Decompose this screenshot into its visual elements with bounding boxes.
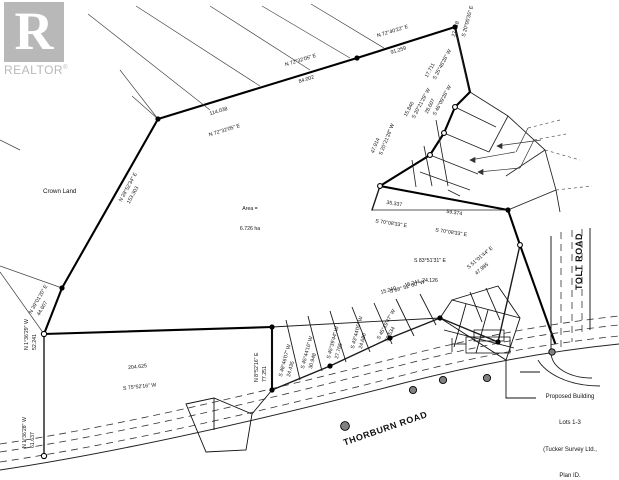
survey-points-open xyxy=(40,104,523,460)
bearing-label-b16-bearing: N 8°52'16" E xyxy=(254,352,260,382)
bearing-b02-distance: 84.002 xyxy=(297,74,315,85)
bearing-b03-bearing: N 72°40'22" E xyxy=(376,23,410,40)
realtor-wordmark-text: REALTOR xyxy=(4,63,64,77)
note-line-1: Proposed Building xyxy=(545,394,595,401)
bearing-b15-bearing: S 75°52'16" W xyxy=(122,381,157,392)
proposed-lot-rects xyxy=(451,329,511,354)
bearing-b24-bearing: S 83°51'31" E xyxy=(413,258,447,264)
area-label-line1: Area = xyxy=(242,206,258,212)
thorburn-road-casing xyxy=(0,343,619,471)
bearing-b09-bearing: S 70°08'33" E xyxy=(374,217,408,229)
bearing-label-b15: 204.625 S 75°52'16" W xyxy=(110,349,167,406)
tolt-road-dashed xyxy=(560,229,583,348)
bearing-b01-distance: 114.038 xyxy=(209,106,229,118)
note-line-2: Lots 1-3 xyxy=(559,420,581,427)
bottom-left-parcel xyxy=(185,389,273,453)
parcel-label-crown-land: Crown Land xyxy=(43,188,77,195)
road-monuments xyxy=(340,348,556,431)
thorburn-road-dashed xyxy=(0,315,619,463)
bearing-label-b14-bearing: N 1°36'28" W xyxy=(22,417,28,448)
bearing-label-b09: 35.337 S 70°08'33" E xyxy=(368,185,418,243)
bearing-b15-distance: 204.625 xyxy=(127,363,148,372)
bearing-b10-bearing: S 70°08'33" E xyxy=(434,226,468,238)
registered-mark-icon: ® xyxy=(63,65,68,71)
bearing-label-b24: S 83°51'31" E 24.126 xyxy=(404,245,456,297)
proposed-lot-block xyxy=(439,285,521,361)
note-line-4: Plan ID. xyxy=(559,472,581,479)
upper-right-arrows xyxy=(469,127,542,176)
realtor-logo: R REALTOR® xyxy=(4,2,72,80)
note-leader xyxy=(505,360,540,399)
bearing-label-b16-distance: 77.251 xyxy=(262,366,268,382)
construction-lines xyxy=(0,3,385,335)
realtor-logo-box: R xyxy=(4,2,64,62)
area-label-line2: 6.726 ha xyxy=(239,225,261,232)
note-line-3: (Tucker Survey Ltd., xyxy=(543,446,597,453)
bearing-b10-distance: 59.374 xyxy=(445,208,463,218)
bearing-b03-distance: 91.259 xyxy=(389,45,407,56)
lot-division-lines xyxy=(271,293,441,390)
road-label-tolt-road: TOLT ROAD xyxy=(574,232,584,290)
upper-right-parcels xyxy=(372,26,561,213)
bearing-b24-distance: 24.126 xyxy=(422,277,438,284)
bearing-label-b13-bearing: N 1°36'29" W xyxy=(24,319,30,350)
area-label: Area = 6.726 ha xyxy=(222,193,278,245)
tolt-road-casing xyxy=(550,228,591,352)
proposed-building-note: Proposed Building Lots 1-3 (Tucker Surve… xyxy=(524,376,616,480)
bearing-b09-distance: 35.337 xyxy=(385,199,403,209)
realtor-wordmark: REALTOR® xyxy=(4,63,72,77)
realtor-letter: R xyxy=(14,1,54,61)
bearing-b02-bearing: N 72°32'05" E xyxy=(284,52,318,69)
bearing-label-b13-distance: 52.241 xyxy=(32,334,38,350)
tolt-thorburn-curve xyxy=(537,351,601,387)
bearing-label-b10: 59.374 S 70°08'33" E xyxy=(428,194,478,252)
bearing-label-b14-distance: 61.637 xyxy=(30,432,36,448)
bearing-b01-bearing: N 72°32'05" E xyxy=(208,122,241,138)
upper-right-dashes xyxy=(527,119,593,191)
